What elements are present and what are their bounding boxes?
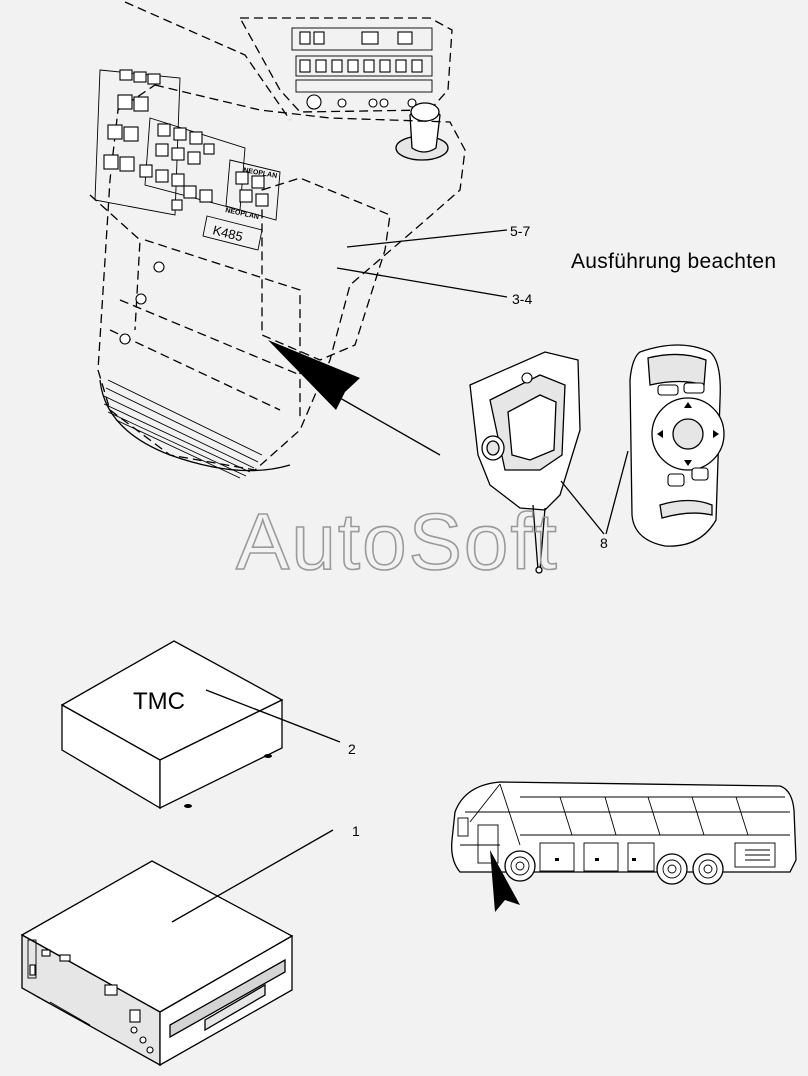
watermark: AutoSoft	[236, 497, 559, 586]
wheel-icon	[692, 853, 724, 885]
wheel-icon	[656, 853, 688, 885]
left-switch-panel: NEOPLAN NEOPLAN K485	[94, 69, 281, 251]
brand-label-mid: NEOPLAN	[225, 207, 260, 221]
callout-8: 8	[600, 535, 608, 551]
wheel-icon	[504, 850, 536, 882]
dashboard-ribs	[99, 379, 291, 479]
remote-holder	[469, 351, 581, 574]
tmc-label: TMC	[133, 688, 185, 715]
overhead-switch-row	[299, 31, 423, 110]
coach-bus	[451, 781, 797, 912]
screw-icon	[135, 293, 147, 305]
gear-lever	[395, 102, 449, 161]
left-arrow-icon	[657, 430, 663, 438]
leader-lines	[171, 229, 629, 923]
arrow-icon	[268, 340, 360, 410]
remote-control	[629, 344, 725, 547]
down-arrow-icon	[684, 460, 692, 466]
note-text: Ausführung beachten	[571, 250, 776, 273]
callout-2: 2	[348, 741, 356, 757]
screw-icon	[119, 333, 131, 345]
screw-icon	[153, 261, 165, 273]
callout-3-4: 3-4	[512, 291, 532, 307]
display-readout: K485	[211, 222, 244, 244]
navigation-unit	[20, 860, 294, 1067]
tmc-module: TMC	[60, 640, 284, 810]
callout-5-7: 5-7	[510, 223, 530, 239]
callout-1: 1	[352, 823, 360, 839]
arrow-icon	[490, 850, 520, 912]
up-arrow-icon	[684, 402, 692, 408]
right-arrow-icon	[713, 430, 719, 438]
bus-grille	[745, 849, 770, 861]
